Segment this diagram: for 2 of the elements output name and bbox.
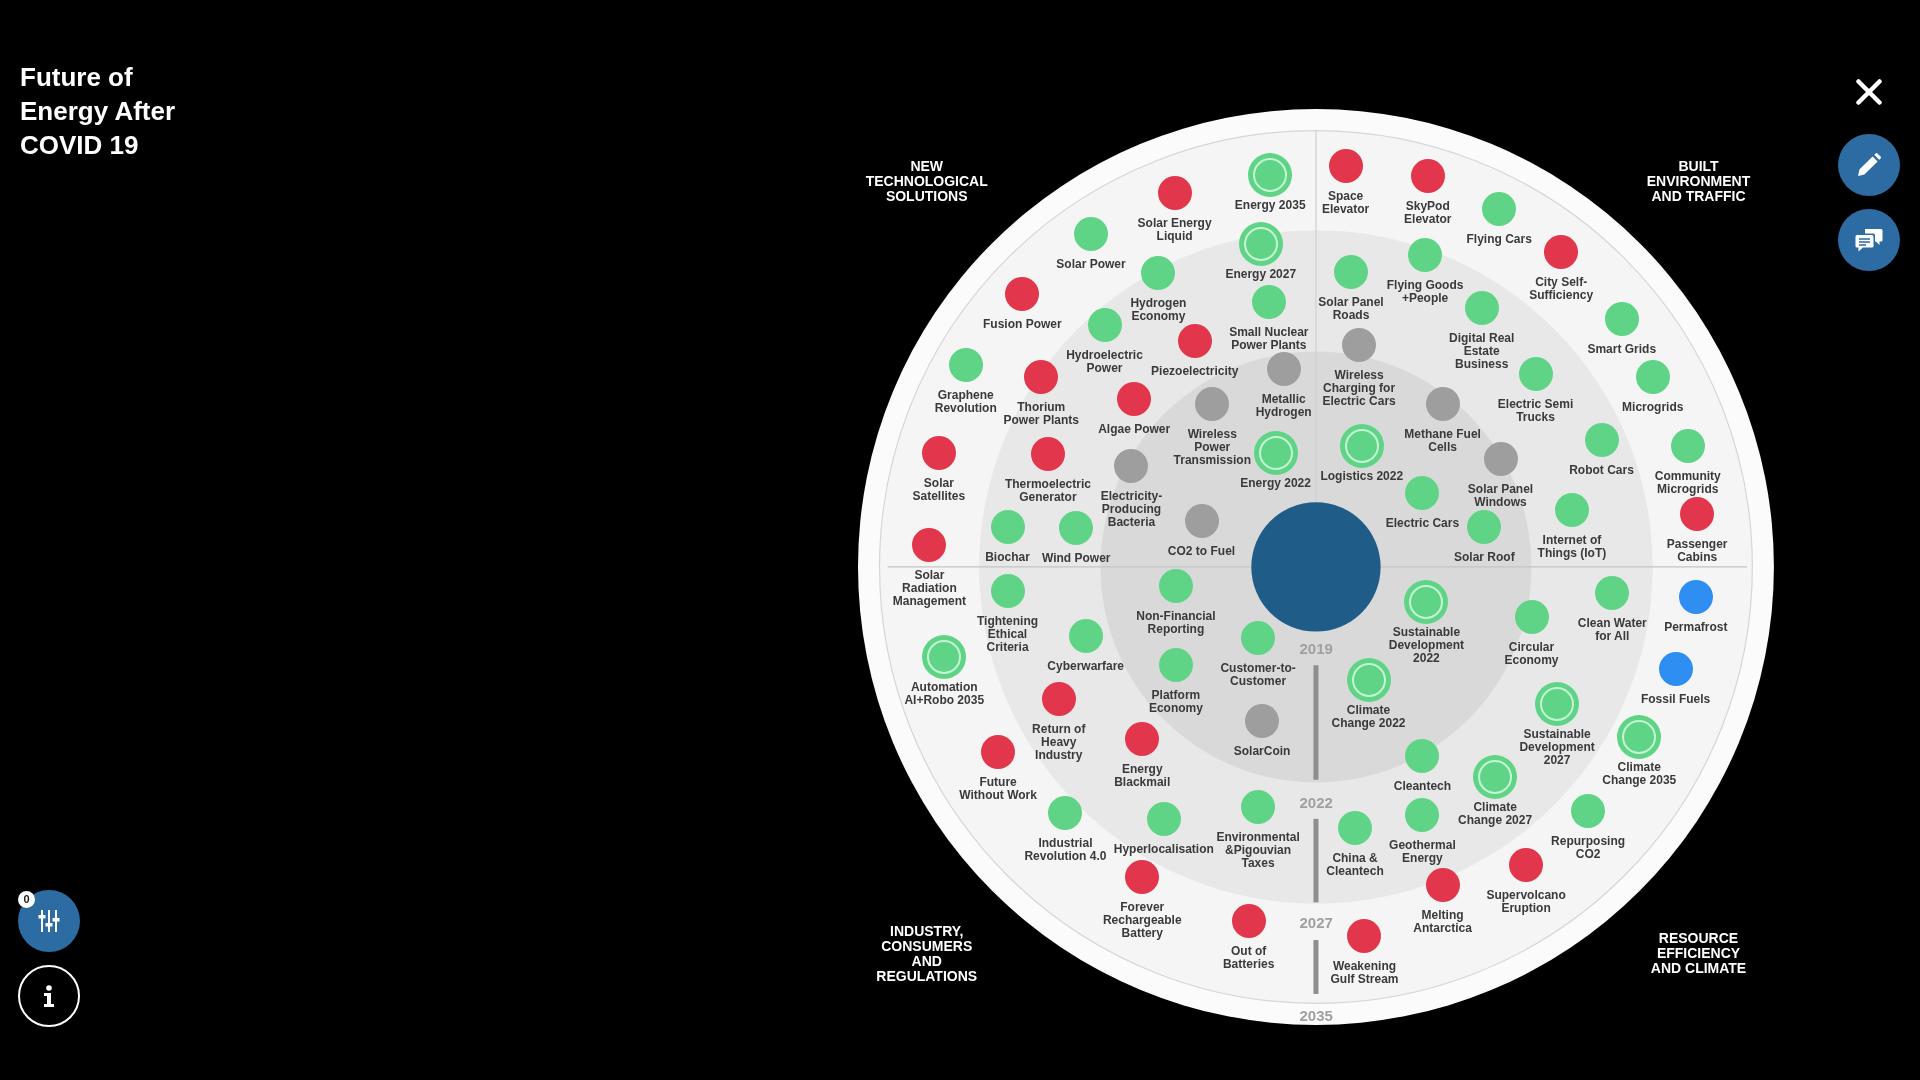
page-title: Future of Energy After COVID 19 [20, 61, 177, 162]
filter-count: 0 [18, 891, 35, 908]
